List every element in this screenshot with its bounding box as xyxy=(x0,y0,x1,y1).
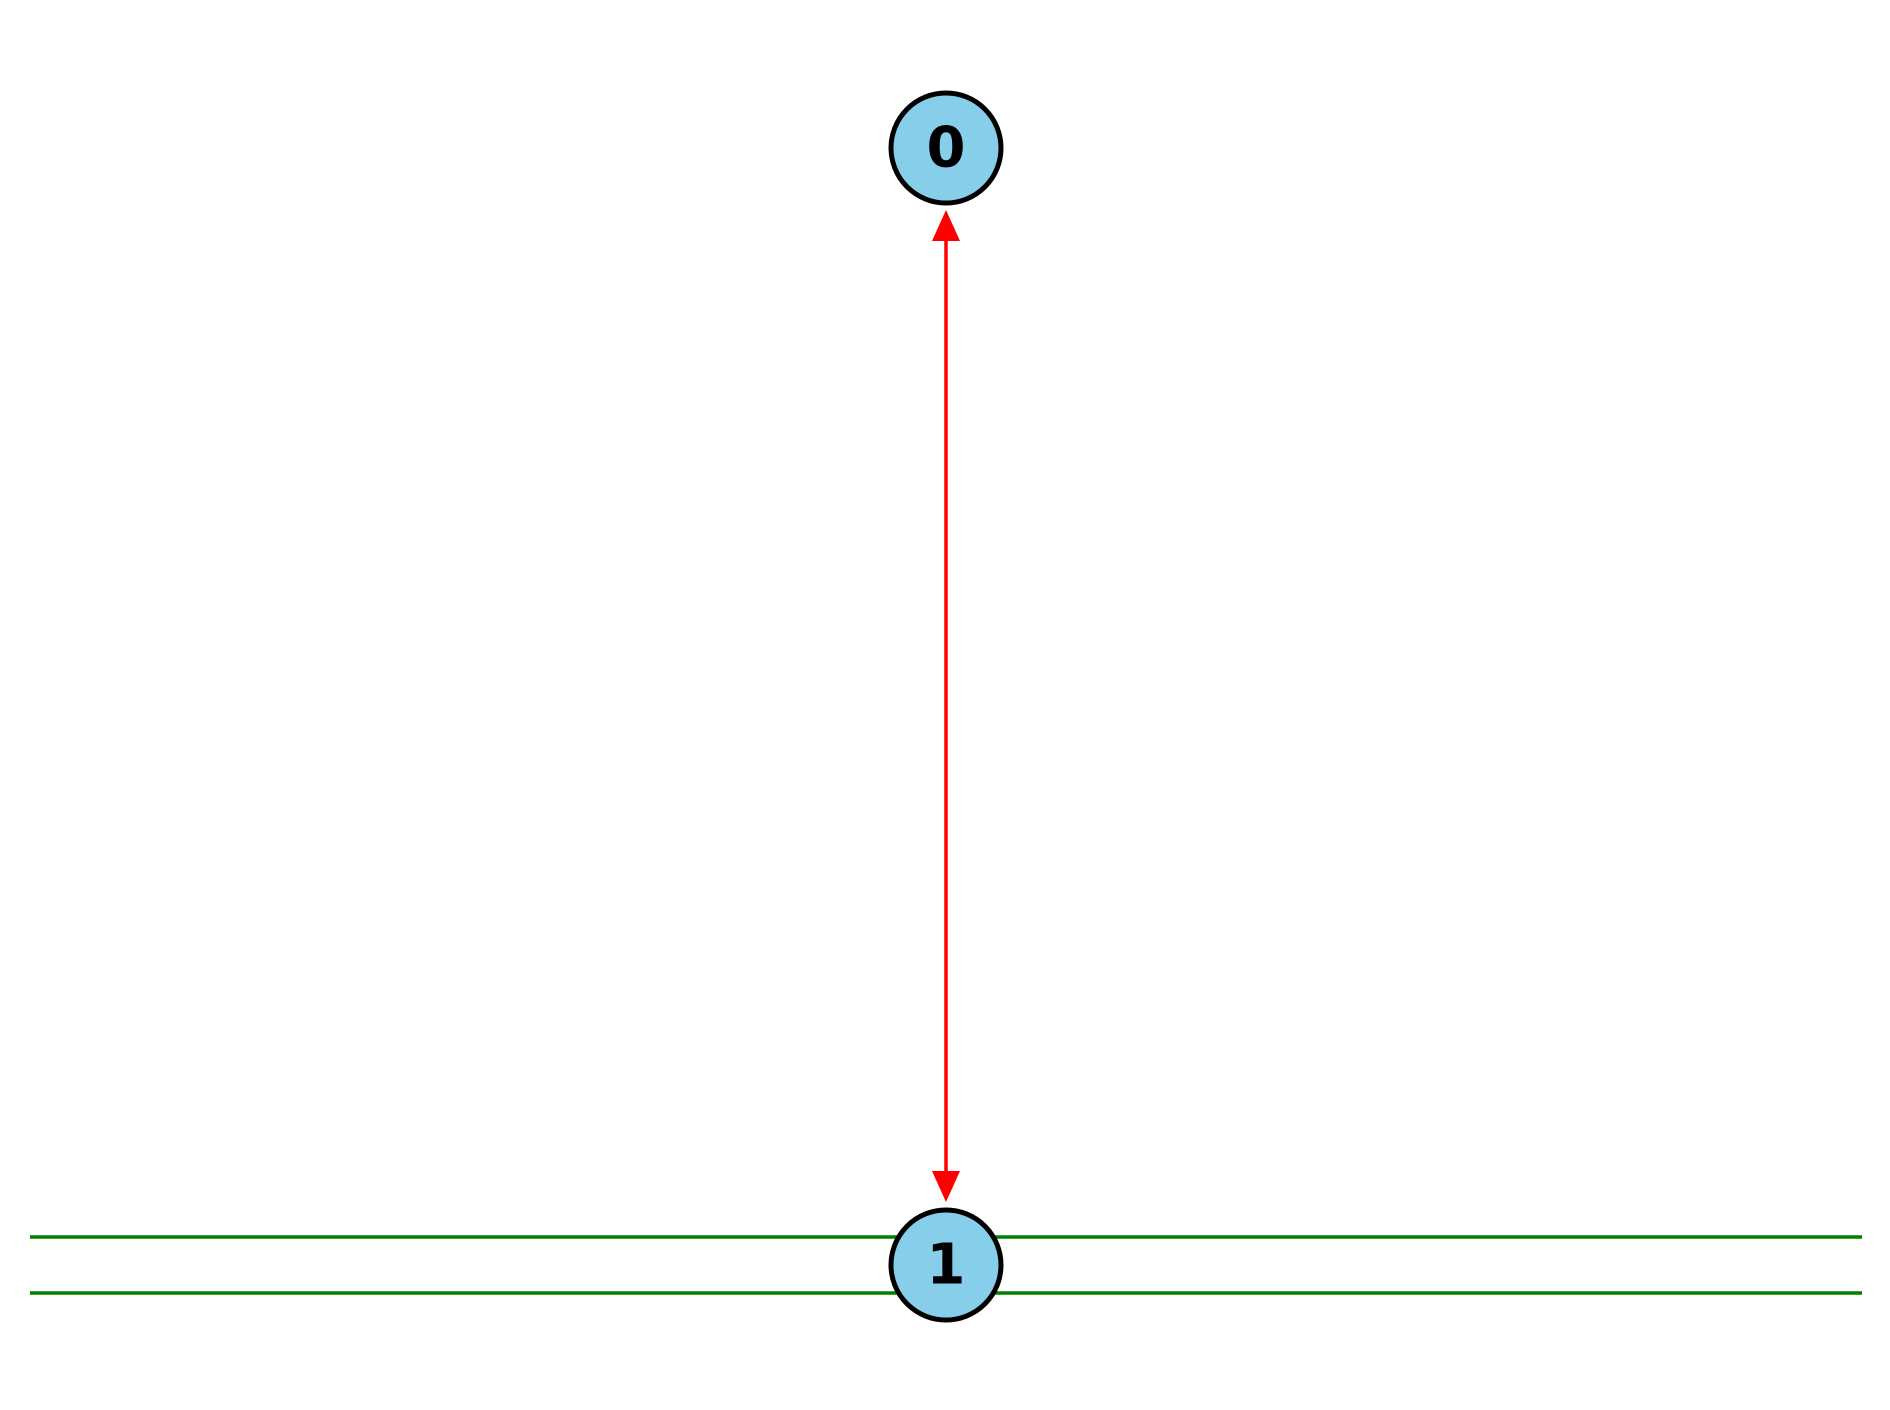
node-0[interactable]: 0 xyxy=(888,90,1004,206)
node-label: 0 xyxy=(927,116,966,181)
node-label: 1 xyxy=(927,1233,966,1298)
node-circle xyxy=(888,90,1004,206)
arrowhead-up xyxy=(932,210,960,241)
node-1[interactable]: 1 xyxy=(888,1207,1004,1323)
arrowhead-down xyxy=(932,1171,960,1202)
edge-0-1 xyxy=(932,210,960,1202)
node-circle xyxy=(888,1207,1004,1323)
